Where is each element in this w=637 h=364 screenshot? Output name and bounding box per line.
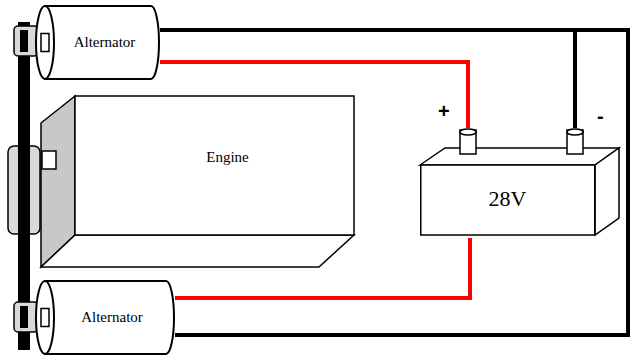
engine-box-outline: [40, 95, 355, 270]
alternator-pulley: [14, 302, 38, 332]
belt-wrap: [20, 306, 28, 328]
engine-box: Engine: [40, 95, 355, 270]
node-label: Engine: [206, 149, 249, 166]
drive-belt: [18, 22, 30, 350]
node-label: Alternator: [74, 34, 136, 51]
node-label: 28V: [489, 186, 527, 212]
belt-wrap: [20, 30, 28, 52]
battery-box: 28V: [420, 128, 620, 238]
alternator-box: Alternator: [35, 280, 175, 355]
terminal-sign: -: [597, 106, 604, 126]
battery-box-outline: [420, 128, 620, 238]
alternator-pulley: [14, 26, 38, 56]
alternator-box: Alternator: [35, 5, 160, 80]
terminal-sign: +: [438, 101, 450, 121]
node-label: Alternator: [81, 309, 143, 326]
